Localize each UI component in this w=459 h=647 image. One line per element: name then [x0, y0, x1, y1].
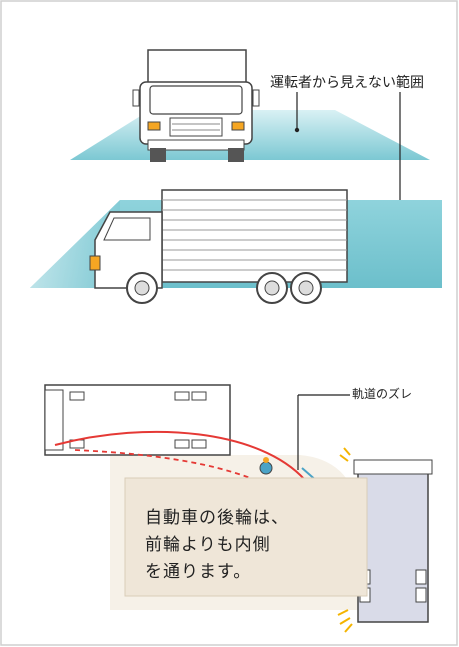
cargo-box [161, 189, 348, 283]
note-line-2: 前輪よりも内側 [145, 535, 271, 555]
right-headlight [231, 121, 245, 131]
side-window [103, 217, 151, 241]
note-box [124, 477, 368, 597]
grille [169, 117, 223, 137]
note-line-1: 自動車の後輪は、 [145, 508, 289, 528]
track-offset-label: 軌道のズレ [352, 387, 413, 401]
left-tire [150, 148, 166, 162]
caution-marks [337, 447, 353, 633]
windshield [149, 85, 243, 115]
side-view-truck-scene [30, 189, 442, 304]
front-view-truck-scene [70, 49, 430, 217]
note-line-3: を通ります。 [145, 562, 252, 582]
left-headlight [147, 121, 161, 131]
right-mirror [252, 89, 260, 107]
note-text: 自動車の後輪は、 前輪よりも内側 を通ります。 [145, 505, 289, 586]
right-tire [228, 148, 244, 162]
left-mirror [132, 89, 140, 107]
blind-area-label: 運転者から見えない範囲 [270, 75, 424, 91]
pedestrian-icon [259, 461, 273, 475]
bumper [147, 139, 245, 151]
